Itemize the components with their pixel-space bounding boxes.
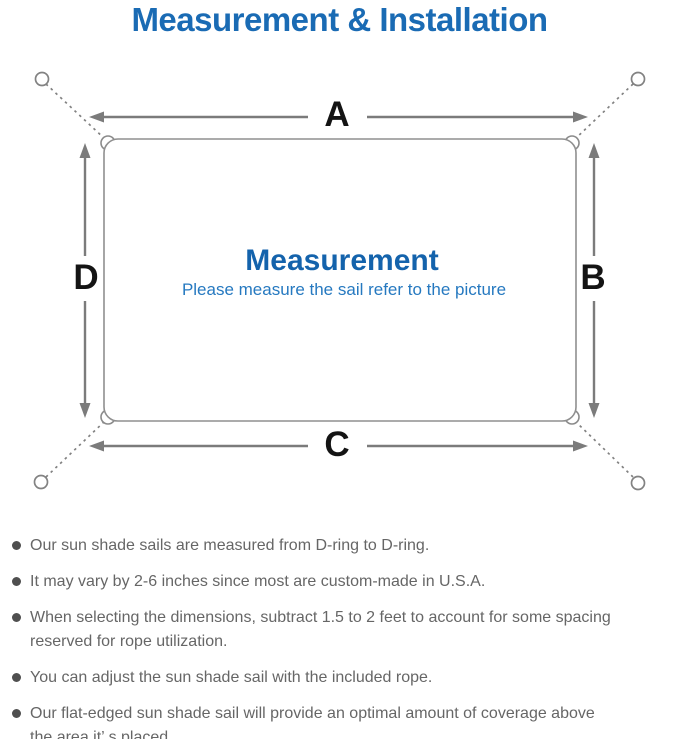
anchor-ring-top-left-icon [34, 71, 50, 87]
dimension-label-d: D [73, 258, 98, 297]
note-text: It may vary by 2-6 inches since most are… [30, 573, 486, 590]
arrow-c-left-head-icon [89, 440, 104, 452]
anchor-ring-bottom-right-icon [630, 475, 646, 491]
dimension-label-b: B [580, 258, 605, 297]
rope-dashed-top-left-icon [45, 83, 106, 140]
list-item: Our flat-edged sun shade sail will provi… [12, 702, 669, 739]
bullet-icon [12, 673, 21, 682]
dimension-arrows [79, 111, 600, 452]
dimension-label-c: C [324, 425, 349, 464]
diagram-center-subtitle: Please measure the sail refer to the pic… [182, 280, 506, 299]
arrow-b-down-head-icon [588, 403, 600, 418]
note-text: Our sun shade sails are measured from D-… [30, 537, 430, 554]
bullet-icon [12, 577, 21, 586]
note-text: You can adjust the sun shade sail with t… [30, 669, 433, 686]
arrow-d-down-head-icon [79, 403, 91, 418]
list-item: You can adjust the sun shade sail with t… [12, 666, 669, 690]
bullet-icon [12, 613, 21, 622]
note-text: When selecting the dimensions, subtract … [30, 609, 611, 650]
note-text: Our flat-edged sun shade sail will provi… [30, 705, 595, 739]
anchor-points [33, 71, 646, 491]
rope-lines [45, 83, 634, 478]
anchor-ring-top-right-icon [630, 71, 646, 87]
arrow-a-right-head-icon [573, 111, 588, 123]
diagram-center-title: Measurement [245, 244, 438, 277]
arrow-a-left-head-icon [89, 111, 104, 123]
rope-dashed-bottom-right-icon [574, 420, 634, 478]
bullet-icon [12, 541, 21, 550]
page-title: Measurement & Installation [131, 1, 548, 38]
anchor-ring-bottom-left-icon [33, 474, 49, 490]
arrow-d-up-head-icon [79, 143, 91, 158]
notes-list: Our sun shade sails are measured from D-… [0, 534, 679, 739]
dimension-label-a: A [324, 95, 349, 134]
sail-measurement-diagram: A B C D Measurement Please measure the s… [33, 71, 646, 491]
rope-dashed-top-right-icon [574, 83, 634, 140]
sail-rectangle [103, 138, 577, 422]
arrow-b-up-head-icon [588, 143, 600, 158]
list-item: Our sun shade sails are measured from D-… [12, 534, 669, 558]
arrow-c-right-head-icon [573, 440, 588, 452]
list-item: When selecting the dimensions, subtract … [12, 606, 669, 654]
list-item: It may vary by 2-6 inches since most are… [12, 570, 669, 594]
bullet-icon [12, 709, 21, 718]
rope-dashed-bottom-left-icon [45, 420, 106, 478]
